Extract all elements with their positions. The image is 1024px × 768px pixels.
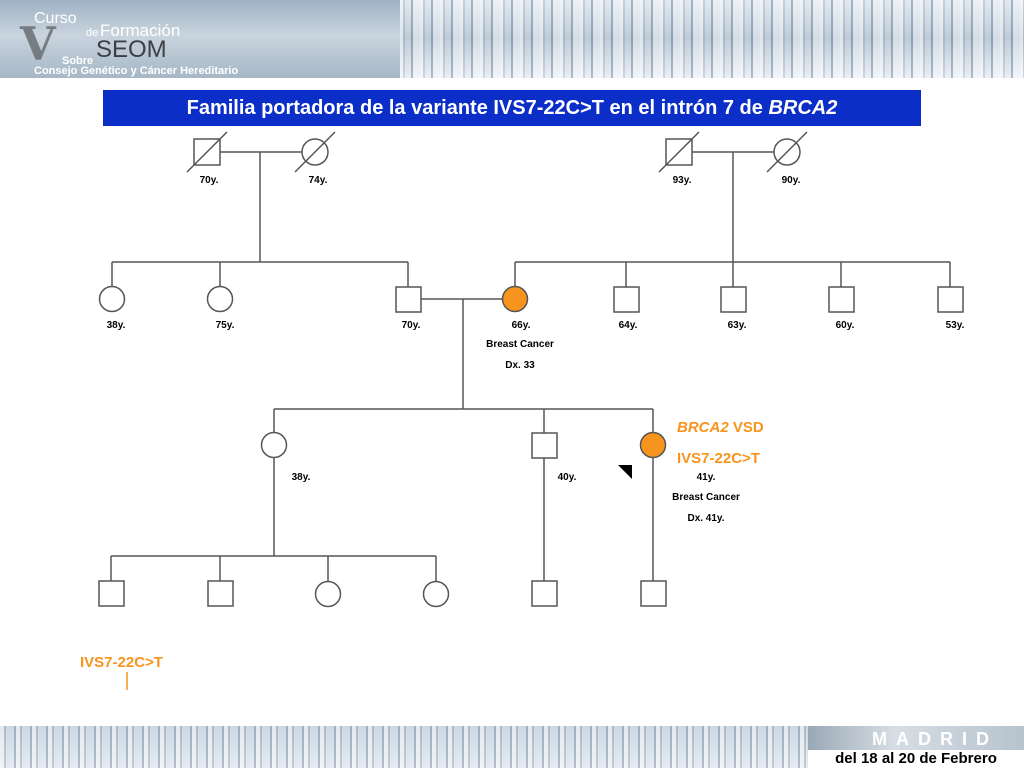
logo-numeral: V xyxy=(19,17,57,71)
variant-name: IVS7-22C>T xyxy=(677,450,760,467)
deceased-mark xyxy=(766,131,808,173)
age-label: 38y. xyxy=(107,320,126,331)
gen4-female xyxy=(422,580,450,608)
variant-gene: BRCA2 xyxy=(677,419,729,436)
gen2-male xyxy=(613,286,640,313)
gen2-female xyxy=(206,285,234,313)
title-main: Familia portadora de la variante IVS7-22… xyxy=(186,97,769,119)
age-label: 53y. xyxy=(946,320,965,331)
age-label: 60y. xyxy=(836,320,855,331)
course-logo: V Curso de Formación SEOM Sobre Consejo … xyxy=(19,10,238,77)
gen4-male xyxy=(531,580,558,607)
age-label: 40y. xyxy=(558,472,577,483)
footer-city-block xyxy=(808,726,1024,750)
age-label: 63y. xyxy=(728,320,747,331)
footer-dates: del 18 al 20 de Febrero xyxy=(808,750,1024,768)
deceased-mark xyxy=(658,131,700,173)
logo-curso: Curso xyxy=(34,10,77,27)
footer-decoration xyxy=(0,726,808,768)
gen4-male xyxy=(207,580,234,607)
gen2-male xyxy=(720,286,747,313)
gen2-male xyxy=(937,286,964,313)
title-gene: BRCA2 xyxy=(768,97,838,119)
gen2-male xyxy=(828,286,855,313)
gen4-female xyxy=(314,580,342,608)
gen2-affected-female-mother xyxy=(501,285,529,313)
diagnosis-label: Breast Cancer xyxy=(486,339,554,350)
header-decoration xyxy=(400,0,1024,78)
variant-classification: BRCA2 VSD xyxy=(677,419,764,436)
age-label: 64y. xyxy=(619,320,638,331)
diagnosis-age-label: Dx. 33 xyxy=(505,360,535,371)
deceased-mark xyxy=(294,131,336,173)
logo-subtitle: Consejo Genético y Cáncer Hereditario xyxy=(34,65,238,77)
proband-affected-female xyxy=(639,431,667,459)
gen3-male xyxy=(531,432,558,459)
age-label: 66y. xyxy=(512,320,531,331)
page-title: Familia portadora de la variante IVS7-22… xyxy=(103,90,921,126)
age-label: 38y. xyxy=(292,472,311,483)
gen2-male-father xyxy=(395,286,422,313)
gen2-female xyxy=(98,285,126,313)
age-label: 90y. xyxy=(782,175,801,186)
logo-formacion: Formación xyxy=(100,21,180,40)
deceased-mark xyxy=(186,131,228,173)
pedigree-lines xyxy=(110,151,951,581)
age-label: 74y. xyxy=(309,175,328,186)
logo-brand: SEOM xyxy=(96,36,167,63)
gene-map-variant-label: IVS7-22C>T xyxy=(80,654,163,671)
age-label: 93y. xyxy=(673,175,692,186)
logo-de: de xyxy=(86,27,98,39)
diagnosis-age-label: Dx. 41y. xyxy=(687,513,724,524)
logo-sobre: Sobre xyxy=(62,55,93,67)
header-logo-area xyxy=(0,0,400,78)
age-label: 75y. xyxy=(216,320,235,331)
footer-city: MADRID xyxy=(872,729,998,749)
age-label: 70y. xyxy=(402,320,421,331)
diagnosis-label: Breast Cancer xyxy=(672,492,740,503)
proband-arrow-icon xyxy=(618,465,632,479)
gen4-male xyxy=(98,580,125,607)
age-label: 70y. xyxy=(200,175,219,186)
pedigree-chart: 70y. 74y. 93y. 90y. 38y. 75y. 70y. 66y. … xyxy=(80,131,965,690)
age-label: 41y. xyxy=(697,472,716,483)
gen3-female xyxy=(260,431,288,459)
gen4-male xyxy=(640,580,667,607)
variant-type: VSD xyxy=(729,419,764,436)
